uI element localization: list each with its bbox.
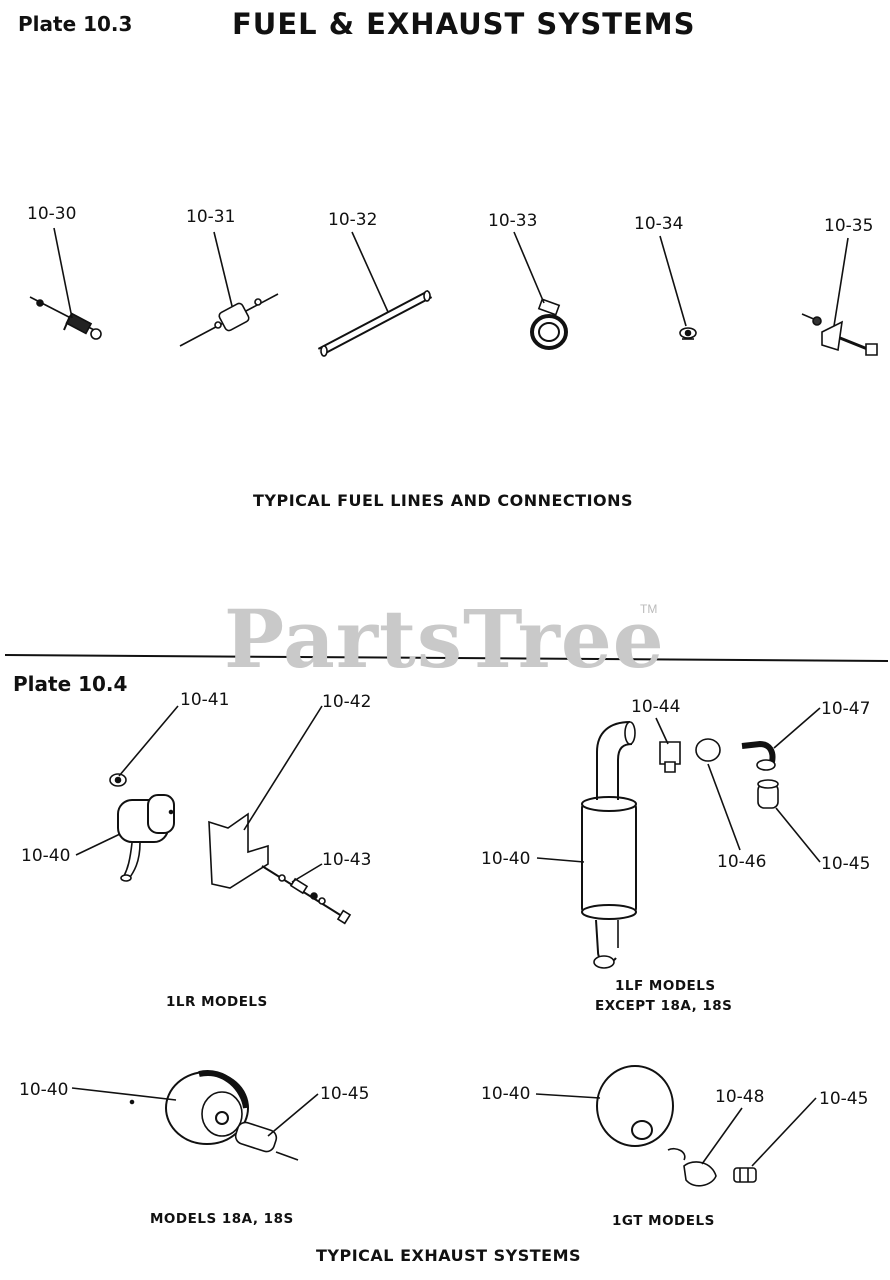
plate-10-4-label: Plate 10.4 [13,672,128,696]
part-label-10-42: 10-42 [322,692,372,712]
part-label-10-32: 10-32 [328,210,378,230]
part-label-10-40-18: 10-40 [19,1080,69,1100]
part-label-10-45-gt: 10-45 [819,1089,869,1109]
m18-caption: MODELS 18A, 18S [150,1211,294,1227]
part-label-10-33: 10-33 [488,211,538,231]
watermark-trademark: TM [640,602,658,616]
part-label-10-35: 10-35 [824,216,874,236]
part-10-30-shutoff-valve [30,228,101,339]
page-title: FUEL & EXHAUST SYSTEMS [232,7,696,41]
part-label-10-47: 10-47 [821,699,871,719]
part-label-10-34: 10-34 [634,214,684,234]
part-label-10-46: 10-46 [717,852,767,872]
part-label-10-40-gt: 10-40 [481,1084,531,1104]
part-label-10-48: 10-48 [715,1087,765,1107]
part-10-32-fuel-line [320,232,430,356]
m18-muffler-assembly [72,1072,318,1160]
gt-caption: 1GT MODELS [612,1213,715,1229]
lf-muffler-assembly [537,708,820,968]
part-label-10-45-18: 10-45 [320,1084,370,1104]
lf-caption-line2: EXCEPT 18A, 18S [595,998,733,1014]
part-10-35-clamp-bolt [802,238,877,355]
part-label-10-41: 10-41 [180,690,230,710]
part-label-10-40-lf: 10-40 [481,849,531,869]
lr-caption: 1LR MODELS [166,994,268,1010]
gt-muffler-assembly [536,1066,816,1186]
watermark: PartsTree [224,592,665,686]
part-label-10-31: 10-31 [186,207,236,227]
exhaust-caption: TYPICAL EXHAUST SYSTEMS [316,1246,582,1265]
part-label-10-40-lr: 10-40 [21,846,71,866]
plate-divider [5,655,888,661]
part-10-33-hose-clamp [514,232,566,348]
plate-10-3-label: Plate 10.3 [18,12,133,36]
lf-caption-line1: 1LF MODELS [615,978,716,994]
part-label-10-30: 10-30 [27,204,77,224]
part-10-31-fuel-filter [180,232,278,346]
lr-muffler-assembly [76,706,350,923]
part-label-10-45-lf: 10-45 [821,854,871,874]
part-label-10-44: 10-44 [631,697,681,717]
fuel-caption: TYPICAL FUEL LINES AND CONNECTIONS [253,491,634,510]
part-10-34-clip [660,236,696,339]
part-label-10-43: 10-43 [322,850,372,870]
